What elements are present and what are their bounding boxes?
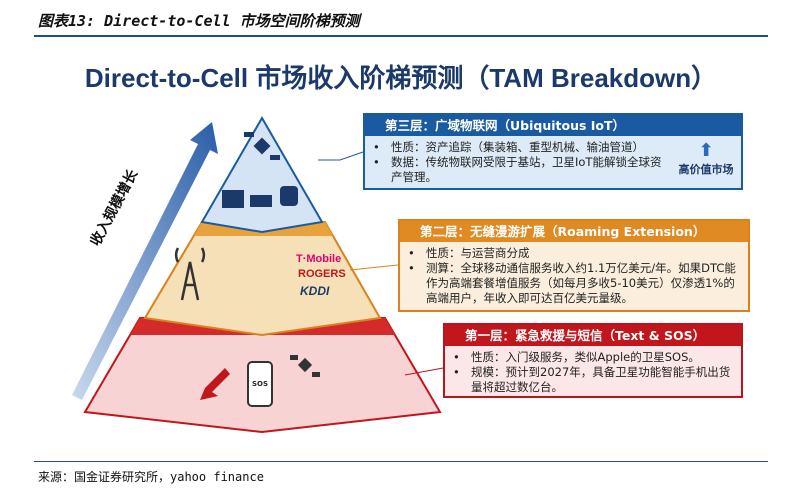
tier-1-bullet: 性质：入门级服务，类似Apple的卫星SOS。 [453,350,733,365]
bottom-divider [34,461,768,462]
figure-title: 图表13: Direct-to-Cell 市场空间阶梯预测 [38,12,360,30]
industrial-assets-icon [222,186,298,208]
high-value-market-label: ⬆ 高价值市场 [676,140,736,177]
tier-3-header: 第三层：广域物联网（Ubiquitous IoT） [365,115,741,136]
tier-3-bullet: 数据：传统物联网受限于基站，卫星IoT能解锁全球资产管理。 [373,155,667,185]
rogers-logo: ROGERS [298,268,346,280]
high-value-text: 高价值市场 [678,163,734,176]
satellite-small-icon [290,355,320,377]
up-arrow-icon: ⬆ [698,140,714,161]
satellite-icon [244,132,280,160]
tier-2-bullet: 性质：与运营商分成 [408,246,740,261]
down-arrow-icon [200,368,230,400]
growth-arrow [72,122,218,400]
cell-tower-icon [174,247,206,301]
tier-2-bullet: 测算：全球移动通信服务收入约1.1万亿美元/年。如果DTC能作为高端套餐增值服务… [408,261,740,306]
kddi-logo: KDDI [300,284,330,298]
tier-2-header: 第二层：无缝漫游扩展（Roaming Extension） [400,221,748,242]
tier-1-header: 第一层：紧急救援与短信（Text & SOS） [445,325,741,346]
tmobile-logo: T·Mobile [296,253,342,265]
tier-1-box: 第一层：紧急救援与短信（Text & SOS） 性质：入门级服务，类似Apple… [443,323,743,398]
source-note: 来源：国金证券研究所，yahoo finance [38,470,264,484]
tier-3-bullet: 性质：资产追踪（集装箱、重型机械、输油管道） [373,140,667,155]
tier-3-shape [200,115,324,234]
top-divider [34,35,768,37]
sos-label: SOS [251,380,269,388]
tier-3-box: 第三层：广域物联网（Ubiquitous IoT） 性质：资产追踪（集装箱、重型… [363,113,743,190]
main-title: Direct-to-Cell 市场收入阶梯预测（TAM Breakdown） [84,63,718,93]
tier-2-box: 第二层：无缝漫游扩展（Roaming Extension） 性质：与运营商分成 … [398,219,750,312]
phone-sos-icon [247,361,273,407]
tier-1-bullet: 规模：预计到2027年，具备卫星功能智能手机出货量将超过数亿台。 [453,365,733,395]
